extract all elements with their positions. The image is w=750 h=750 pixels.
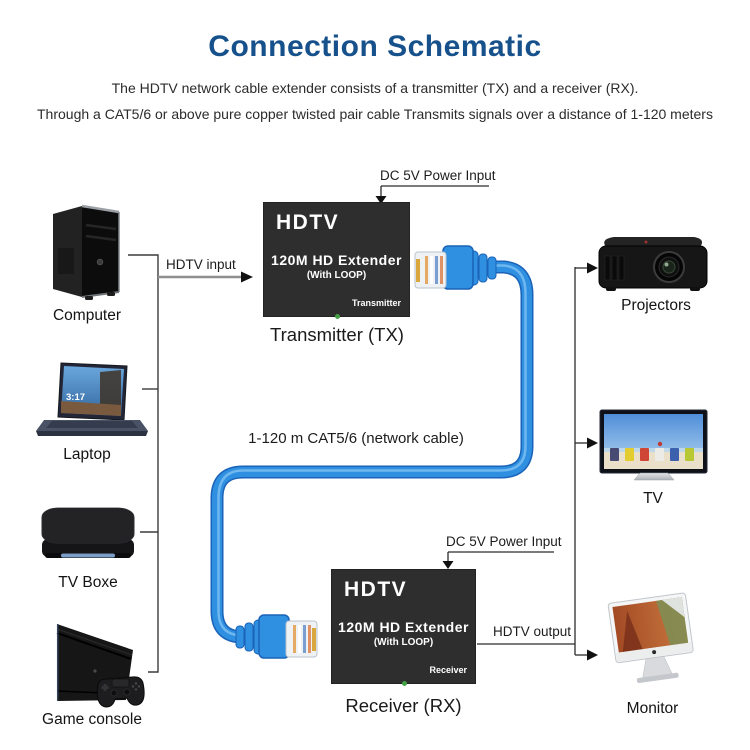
hdtv-input-label: HDTV input [166,257,236,272]
monitor-icon [607,592,694,684]
hdtv-output-label: HDTV output [493,624,572,639]
rx-power-label: DC 5V Power Input [446,534,562,549]
projector-icon [598,237,708,291]
rj45-connector-rx-icon [235,614,318,659]
laptop-icon: 3:17 [36,362,148,436]
network-cable [210,260,534,644]
game-console-label: Game console [42,711,142,728]
subtitle-line-2: Through a CAT5/6 or above pure copper tw… [37,106,713,122]
receiver-role: Receiver [429,665,467,675]
tx-power-arrow [375,185,489,204]
source-bus-lines [128,254,159,673]
transmitter-model: 120M HD Extender [271,252,402,268]
tv-box-icon [41,507,135,558]
transmitter-role: Transmitter [351,298,401,308]
receiver-led [401,681,407,686]
tv-label: TV [643,490,663,507]
laptop-clock-text: 3:17 [66,392,85,403]
projector-arrowhead [587,262,598,274]
game-console-icon [56,624,145,708]
computer-icon [53,204,120,300]
receiver-caption: Receiver (RX) [345,695,462,716]
transmitter-caption: Transmitter (TX) [270,324,404,345]
receiver-brand-logo: HDTV [344,578,408,601]
tv-icon [599,409,708,481]
rj45-connector-tx-icon [414,245,497,290]
laptop-label: Laptop [63,446,111,463]
transmitter-box: HDTV 120M HD Extender (With LOOP) Transm… [263,202,410,319]
monitor-arrowhead [587,649,598,661]
tv-arrowhead [587,437,598,449]
receiver-box: HDTV 120M HD Extender (With LOOP) Receiv… [331,569,476,686]
monitor-label: Monitor [626,700,679,717]
cable-length-label: 1-120 m CAT5/6 (network cable) [248,430,464,447]
source-bus [128,254,159,673]
computer-label: Computer [52,307,122,324]
receiver-model: 120M HD Extender [338,619,469,635]
output-bus-lines [477,262,598,661]
transmitter-brand-logo: HDTV [276,211,340,234]
subtitle-line-1: The HDTV network cable extender consists… [111,80,639,96]
transmitter-variant: (With LOOP) [306,270,367,281]
transmitter-led [334,314,340,319]
receiver-variant: (With LOOP) [373,637,434,648]
rx-power-arrow [442,551,554,569]
hdtv-input-arrow [158,271,253,283]
tx-power-label: DC 5V Power Input [380,168,496,183]
projectors-label: Projectors [621,297,691,314]
page-title: Connection Schematic [208,30,542,63]
tv-box-label: TV Boxe [58,574,118,591]
